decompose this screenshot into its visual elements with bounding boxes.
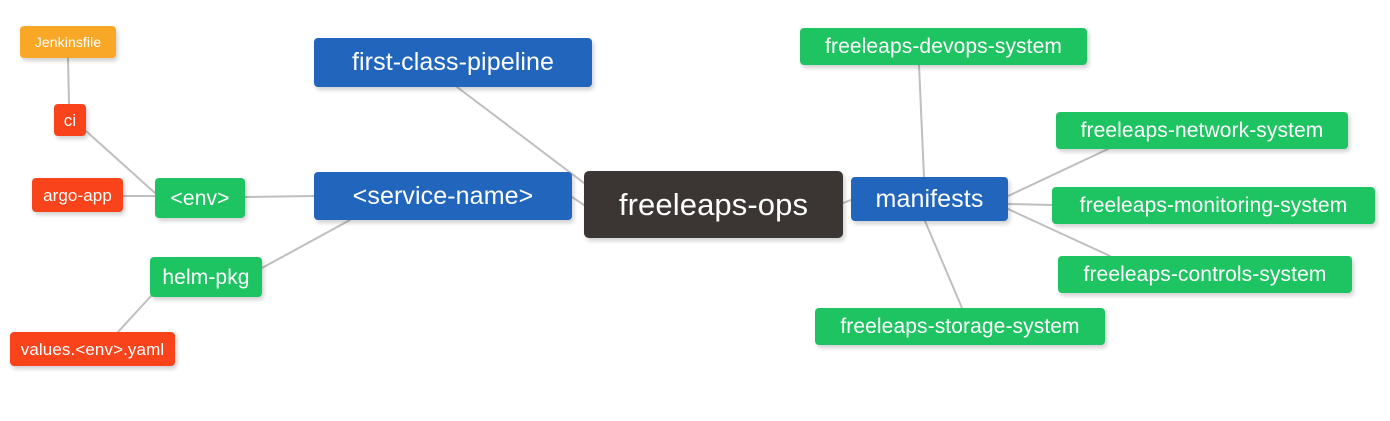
mindmap-node-controls[interactable]: freeleaps-controls-system	[1058, 256, 1352, 293]
mindmap-node-root[interactable]: freeleaps-ops	[584, 171, 843, 238]
mindmap-node-jenkins[interactable]: Jenkinsfile	[20, 26, 116, 58]
mindmap-node-env[interactable]: <env>	[155, 178, 245, 218]
mindmap-node-service[interactable]: <service-name>	[314, 172, 572, 220]
edge-root-to-manifests	[842, 199, 852, 204]
edge-root-to-pipeline	[456, 86, 585, 184]
mindmap-node-pipeline[interactable]: first-class-pipeline	[314, 38, 592, 87]
mindmap-node-storage[interactable]: freeleaps-storage-system	[815, 308, 1105, 345]
mindmap-node-ci[interactable]: ci	[54, 104, 86, 136]
mindmap-node-values[interactable]: values.<env>.yaml	[10, 332, 175, 366]
mindmap-node-helm[interactable]: helm-pkg	[150, 257, 262, 297]
mindmap-node-argo[interactable]: argo-app	[32, 178, 123, 212]
edge-manifests-to-devops	[918, 64, 925, 178]
edge-ci-to-jenkins	[67, 57, 70, 105]
mindmap-node-manifests[interactable]: manifests	[851, 177, 1008, 221]
edge-root-to-service	[571, 196, 585, 206]
mindmap-node-monitoring[interactable]: freeleaps-monitoring-system	[1052, 187, 1375, 224]
edge-service-to-env	[244, 195, 315, 198]
edge-service-to-helm	[261, 219, 351, 269]
mindmap-node-devops[interactable]: freeleaps-devops-system	[800, 28, 1087, 65]
edge-manifests-to-storage	[924, 220, 963, 309]
mindmap-node-network[interactable]: freeleaps-network-system	[1056, 112, 1348, 149]
edge-manifests-to-monitoring	[1007, 203, 1053, 206]
